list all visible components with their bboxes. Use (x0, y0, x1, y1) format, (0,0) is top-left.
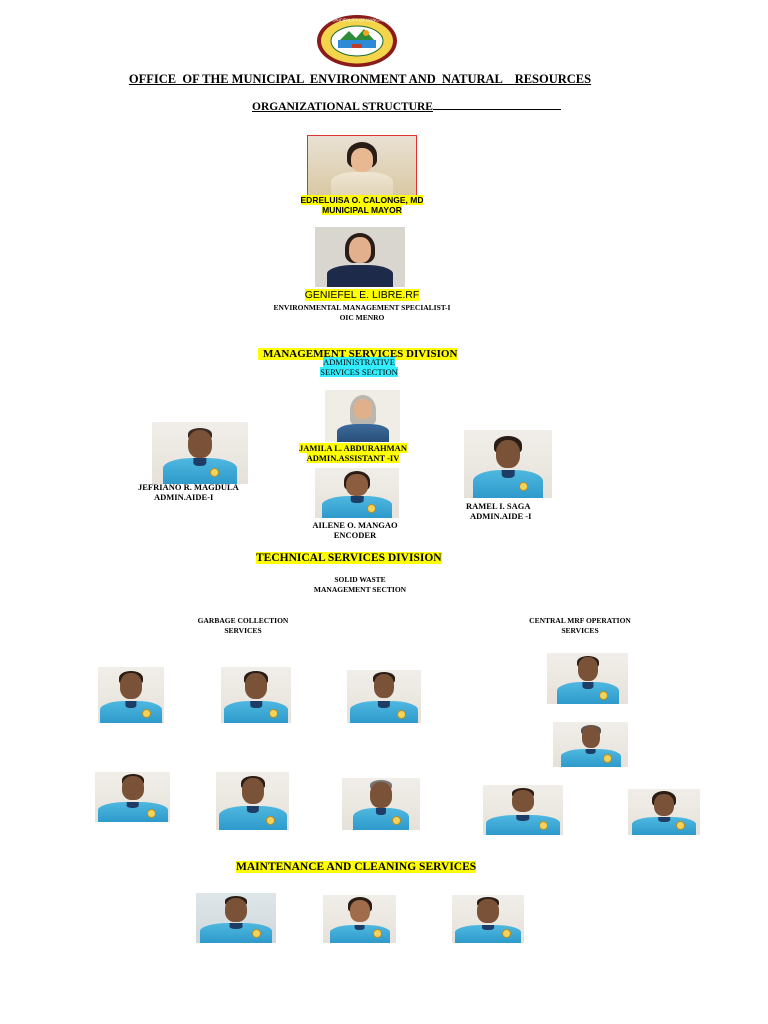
solid-waste-section-label: SOLID WASTE MANAGEMENT SECTION (313, 575, 407, 594)
staff-caption-ramel: RAMEL I. SAGA ADMIN.AIDE -I (466, 501, 532, 521)
menro-name: GENIEFEL E. LIBRE.RF (304, 289, 420, 301)
menro-position-block: ENVIRONMENTAL MANAGEMENT SPECIALIST-I OI… (222, 303, 502, 323)
staff-photo-garbage-2 (221, 667, 291, 723)
staff-photo-garbage-6 (342, 778, 420, 830)
staff-photo-mrf-1 (547, 653, 628, 704)
mayor-caption: EDRELUISA O. CALONGE, MD MUNICIPAL MAYOR (262, 195, 462, 215)
staff-caption-ailene: AILENE O. MANGAO ENCODER (312, 520, 398, 540)
staff-photo-jamila (325, 390, 400, 442)
staff-photo-ramel (464, 430, 552, 498)
org-structure-title: ORGANIZATIONAL STRUCTURE (252, 98, 561, 113)
menro-caption: GENIEFEL E. LIBRE.RF (262, 289, 462, 302)
staff-photo-maintenance-2 (323, 895, 396, 943)
mayor-name: EDRELUISA O. CALONGE, MD (300, 195, 424, 205)
municipal-seal-icon: MUNICIPALITY OF MANGALI (317, 15, 397, 67)
staff-caption-jefriano: JEFRIANO R. MAGDULA ADMIN.AIDE-I (138, 482, 239, 502)
staff-photo-maintenance-3 (452, 895, 524, 943)
menro-role: OIC MENRO (339, 313, 385, 322)
staff-photo-ailene (315, 468, 399, 518)
staff-photo-garbage-1 (98, 667, 164, 723)
mayor-photo (307, 135, 417, 197)
technical-division-title: TECHNICAL SERVICES DIVISION (256, 552, 442, 564)
menro-photo (315, 227, 405, 287)
staff-photo-garbage-3 (347, 670, 421, 723)
garbage-collection-label: GARBAGE COLLECTION SERVICES (197, 616, 289, 635)
staff-photo-maintenance-1 (196, 893, 276, 943)
staff-photo-garbage-4 (95, 772, 170, 822)
admin-section-label: ADMINISTRATIVE SERVICES SECTION (320, 357, 398, 377)
staff-photo-mrf-2 (553, 722, 628, 767)
office-title: OFFICE OF THE MUNICIPAL ENVIRONMENT AND … (128, 72, 592, 86)
maintenance-title: MAINTENANCE AND CLEANING SERVICES (236, 861, 477, 873)
staff-caption-jamila: JAMILA L. ABDURAHMAN ADMIN.ASSISTANT -IV (299, 443, 407, 463)
menro-position: ENVIRONMENTAL MANAGEMENT SPECIALIST-I (273, 303, 451, 312)
staff-photo-jefriano (152, 422, 248, 484)
svg-text:MUNICIPALITY OF MANGALI: MUNICIPALITY OF MANGALI (329, 18, 385, 23)
staff-photo-mrf-3 (628, 789, 700, 835)
central-mrf-label: CENTRAL MRF OPERATION SERVICES (529, 616, 631, 635)
mayor-position: MUNICIPAL MAYOR (322, 204, 402, 215)
staff-photo-garbage-5 (216, 772, 289, 830)
staff-photo-garbage-7 (483, 785, 563, 835)
